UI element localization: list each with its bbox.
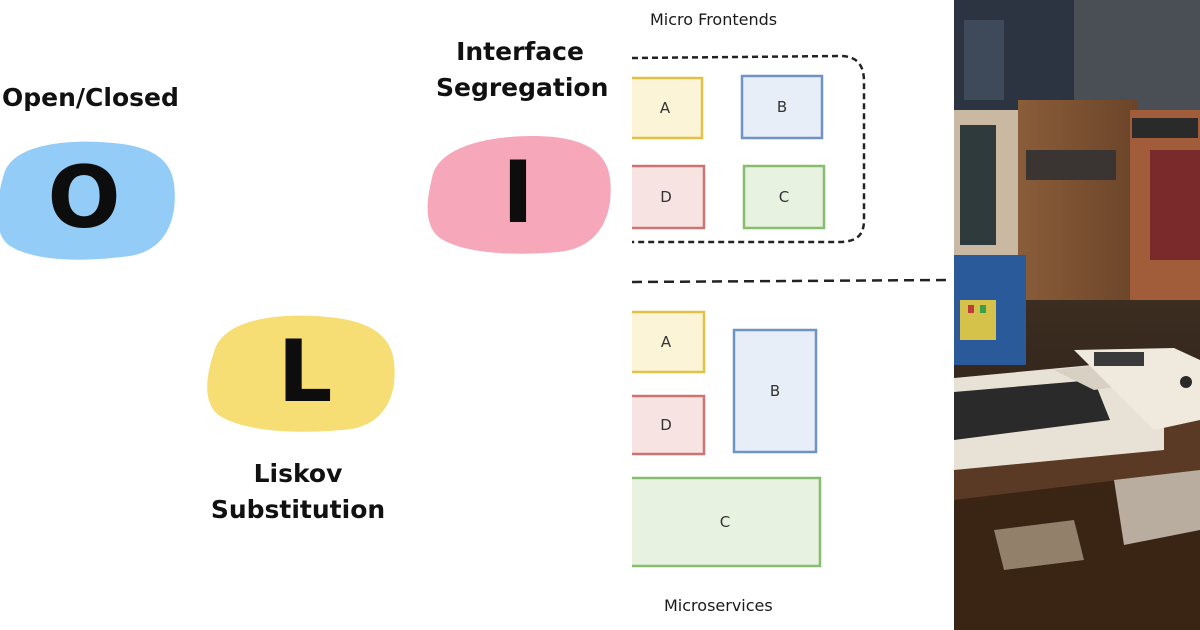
liskov-badge: L <box>202 310 398 434</box>
interface-badge: I <box>424 130 612 256</box>
service-box-d: D <box>632 394 706 456</box>
service-box-b: B <box>732 328 818 454</box>
letter-i: I <box>502 143 534 243</box>
pink-blob-shape <box>427 136 611 254</box>
divider-line <box>632 278 947 284</box>
service-box-c: C <box>632 476 822 568</box>
letter-l: L <box>277 322 333 422</box>
architecture-diagram-panel: Micro Frontends A B D C A B D C Microser… <box>632 0 954 630</box>
letter-o: O <box>47 148 121 248</box>
service-box-a: A <box>632 310 706 374</box>
frontend-box-c: C <box>742 164 826 230</box>
yellow-blob-shape <box>207 315 395 432</box>
blue-blob-shape <box>0 141 175 260</box>
solid-principles-panel: Open/Closed O L Liskov Substitution Inte… <box>0 37 612 524</box>
dashed-container-outline <box>632 54 947 284</box>
open-closed-title: Open/Closed <box>2 83 179 112</box>
frontend-box-b: B <box>740 74 824 140</box>
liskov-title: Liskov Substitution <box>210 459 386 524</box>
microservices-label: Microservices <box>664 596 773 615</box>
vintage-computer-photo <box>954 0 1200 630</box>
micro-frontends-label: Micro Frontends <box>650 10 778 29</box>
frontend-box-a: A <box>632 76 704 140</box>
frontend-box-d: D <box>632 164 706 230</box>
interface-segregation-title: Interface Segregation <box>436 37 609 102</box>
computer-console-image <box>954 0 1200 630</box>
open-closed-badge: O <box>0 134 178 262</box>
